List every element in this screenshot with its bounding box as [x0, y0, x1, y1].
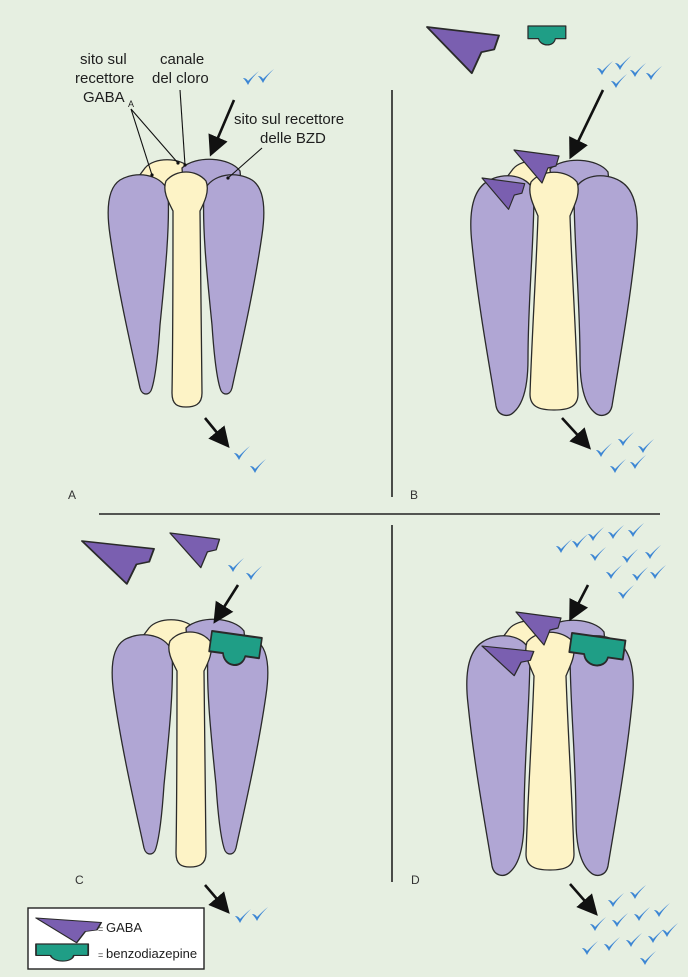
chloride-ion-icon	[618, 432, 634, 446]
label-channel-2: del cloro	[152, 70, 209, 87]
chloride-ion-icon	[630, 63, 646, 77]
chloride-ion-icon	[632, 567, 648, 581]
receptor-open-b	[471, 160, 637, 415]
label-gaba-site-subscript: A	[128, 99, 134, 109]
chloride-ion-icon	[596, 443, 612, 457]
label-gaba-site-3: GABA	[83, 89, 125, 106]
chloride-ion-icon	[228, 558, 244, 572]
label-gaba-site-1: sito sul	[80, 51, 127, 68]
chloride-ion-icon	[645, 545, 661, 559]
chloride-ion-icon	[630, 885, 646, 899]
chloride-ion-icon	[615, 56, 631, 70]
chloride-ion-icon	[235, 909, 251, 923]
dot-gaba-site-1	[150, 173, 153, 176]
chloride-ion-icon	[626, 933, 642, 947]
chloride-ion-icon	[628, 523, 644, 537]
panel-label-d: D	[411, 873, 420, 887]
arrow-out-b	[562, 418, 584, 442]
arrow-in-d	[574, 585, 588, 612]
legend: = GABA = benzodiazepine	[28, 908, 204, 969]
panel-label-c: C	[75, 873, 84, 887]
arrow-in-a	[214, 100, 234, 147]
chloride-ion-icon	[252, 907, 268, 921]
panel-b: B	[410, 26, 662, 502]
arrow-in-b	[574, 90, 603, 150]
dot-gaba-site-2	[176, 161, 179, 164]
chloride-ion-icon	[618, 585, 634, 599]
legend-eq-bzd: =	[98, 950, 103, 960]
label-gaba-site-2: recettore	[75, 70, 134, 87]
chloride-ion-icon	[622, 549, 638, 563]
chloride-ion-icon	[572, 534, 588, 548]
gaba-free-icon	[170, 533, 220, 568]
chloride-ion-icon	[611, 74, 627, 88]
chloride-ion-icon	[597, 61, 613, 75]
chloride-ion-icon	[630, 455, 646, 469]
receptor-closed-a	[108, 159, 264, 407]
label-bzd-site-2: delle BZD	[260, 130, 326, 147]
chloride-ion-icon	[662, 923, 678, 937]
gaba-free-icon	[427, 27, 499, 73]
chloride-ion-icon	[610, 459, 626, 473]
chloride-ion-icon	[648, 929, 664, 943]
chloride-ion-icon	[650, 565, 666, 579]
arrow-out-a	[205, 418, 223, 440]
chloride-ion-icon	[646, 66, 662, 80]
legend-benzodiazepine-label: benzodiazepine	[106, 946, 197, 961]
panel-d: D	[411, 523, 678, 965]
chloride-ion-icon	[612, 913, 628, 927]
chloride-ion-icon	[234, 446, 250, 460]
legend-gaba-label: GABA	[106, 920, 142, 935]
chloride-ion-icon	[246, 566, 262, 580]
chloride-ion-icon	[608, 525, 624, 539]
chloride-ion-icon	[640, 951, 656, 965]
legend-eq-gaba: =	[98, 924, 103, 934]
label-channel-1: canale	[160, 51, 204, 68]
chloride-ion-icon	[582, 941, 598, 955]
panel-label-a: A	[68, 488, 76, 502]
label-bzd-site-1: sito sul recettore	[234, 111, 344, 128]
chloride-ion-icon	[250, 459, 266, 473]
chloride-ion-icon	[634, 907, 650, 921]
chloride-ion-icon	[654, 903, 670, 917]
chloride-ion-icon	[638, 439, 654, 453]
chloride-ion-icon	[258, 69, 274, 83]
panel-label-b: B	[410, 488, 418, 502]
panel-a: sito sul recettore GABA A canale del clo…	[68, 51, 344, 502]
gaba-free-icon	[82, 541, 154, 584]
chloride-ion-icon	[608, 893, 624, 907]
panel-c: C	[75, 533, 268, 923]
chloride-ion-icon	[556, 539, 572, 553]
dot-channel	[183, 163, 186, 166]
chloride-ion-icon	[243, 71, 259, 85]
arrow-out-c	[205, 885, 223, 906]
arrow-in-c	[219, 585, 238, 615]
chloride-ion-icon	[590, 547, 606, 561]
arrow-out-d	[570, 884, 591, 908]
benzodiazepine-free-icon	[528, 26, 566, 45]
chloride-ion-icon	[588, 527, 604, 541]
chloride-ion-icon	[590, 917, 606, 931]
chloride-ion-icon	[604, 937, 620, 951]
dot-bzd-site	[226, 176, 229, 179]
chloride-ion-icon	[606, 565, 622, 579]
